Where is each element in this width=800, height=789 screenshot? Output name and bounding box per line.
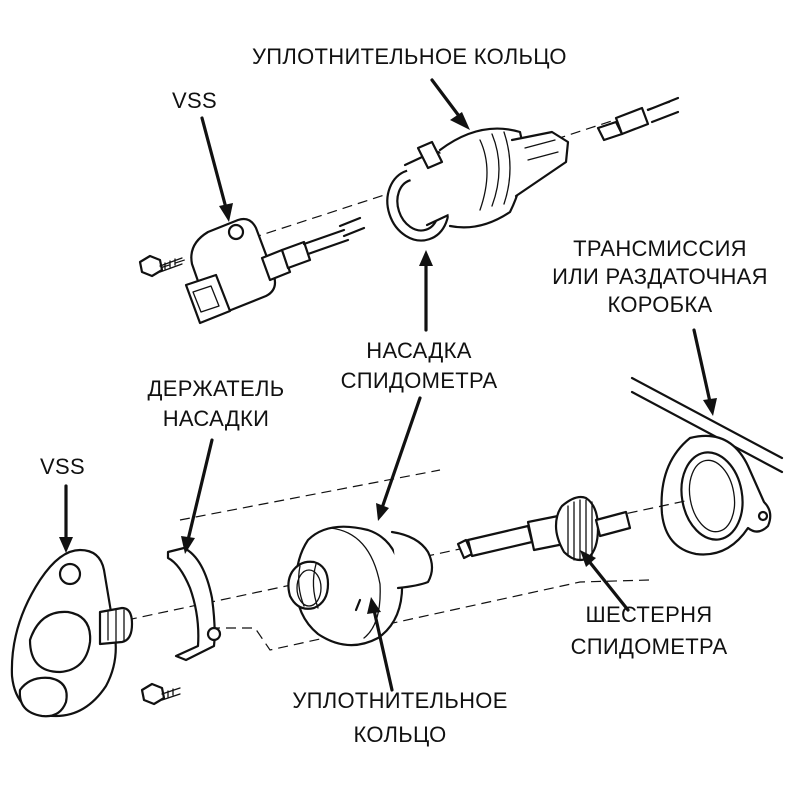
label-holder-line2: НАСАДКИ <box>162 406 270 431</box>
label-top-o-ring-text: УПЛОТНИТЕЛЬНОЕ КОЛЬЦО <box>252 44 567 69</box>
arrow-transmission <box>692 328 717 416</box>
bottom-centerline-3 <box>179 469 441 521</box>
arrow-adapter-top <box>419 250 433 332</box>
label-bottom-o-ring-line1: УПЛОТНИТЕЛЬНОЕ <box>292 688 508 713</box>
arrow-gear <box>580 550 630 612</box>
label-top-o-ring: УПЛОТНИТЕЛЬНОЕ КОЛЬЦО <box>252 44 567 70</box>
arrow-vss-top <box>200 116 233 222</box>
arrow-holder <box>181 438 214 554</box>
bolt-icon <box>140 682 181 706</box>
label-holder: ДЕРЖАТЕЛЬ НАСАДКИ <box>128 376 304 432</box>
bolt-icon <box>138 254 183 278</box>
speedometer-adapter-icon <box>386 127 570 242</box>
connector-plug-icon <box>596 96 680 142</box>
label-adapter-line1: НАСАДКА <box>366 338 472 363</box>
label-transmission: ТРАНСМИССИЯ ИЛИ РАЗДАТОЧНАЯ КОРОБКА <box>536 236 784 318</box>
housing-icon <box>630 376 784 556</box>
label-transmission-line2: ИЛИ РАЗДАТОЧНАЯ <box>552 264 768 289</box>
label-vss-bottom-text: VSS <box>40 454 85 479</box>
label-vss-top: VSS <box>172 88 217 114</box>
speedometer-adapter-icon <box>287 525 434 647</box>
label-vss-bottom: VSS <box>40 454 85 480</box>
label-transmission-line3: КОРОБКА <box>607 292 713 317</box>
label-bottom-o-ring: УПЛОТНИТЕЛЬНОЕ КОЛЬЦО <box>274 688 526 748</box>
label-vss-top-text: VSS <box>172 88 217 113</box>
arrow-top-o-ring <box>430 78 470 130</box>
arrow-vss-bottom <box>59 484 73 553</box>
vss-sensor-icon <box>184 216 366 325</box>
label-gear-line1: ШЕСТЕРНЯ <box>585 602 713 627</box>
arrow-bottom-o-ring <box>367 597 394 692</box>
label-holder-line1: ДЕРЖАТЕЛЬ <box>147 376 285 401</box>
label-bottom-o-ring-line2: КОЛЬЦО <box>353 722 447 747</box>
label-transmission-line1: ТРАНСМИССИЯ <box>573 236 747 261</box>
vss-sensor-icon <box>10 548 134 718</box>
arrow-adapter-bottom <box>376 396 422 521</box>
bottom-centerline-2 <box>210 579 651 651</box>
clip-icon <box>166 546 222 662</box>
label-adapter-line2: СПИДОМЕТРА <box>340 368 498 393</box>
gear-icon <box>456 495 632 562</box>
label-adapter: НАСАДКА СПИДОМЕТРА <box>334 338 504 394</box>
label-gear: ШЕСТЕРНЯ СПИДОМЕТРА <box>554 602 744 660</box>
label-gear-line2: СПИДОМЕТРА <box>570 634 728 659</box>
